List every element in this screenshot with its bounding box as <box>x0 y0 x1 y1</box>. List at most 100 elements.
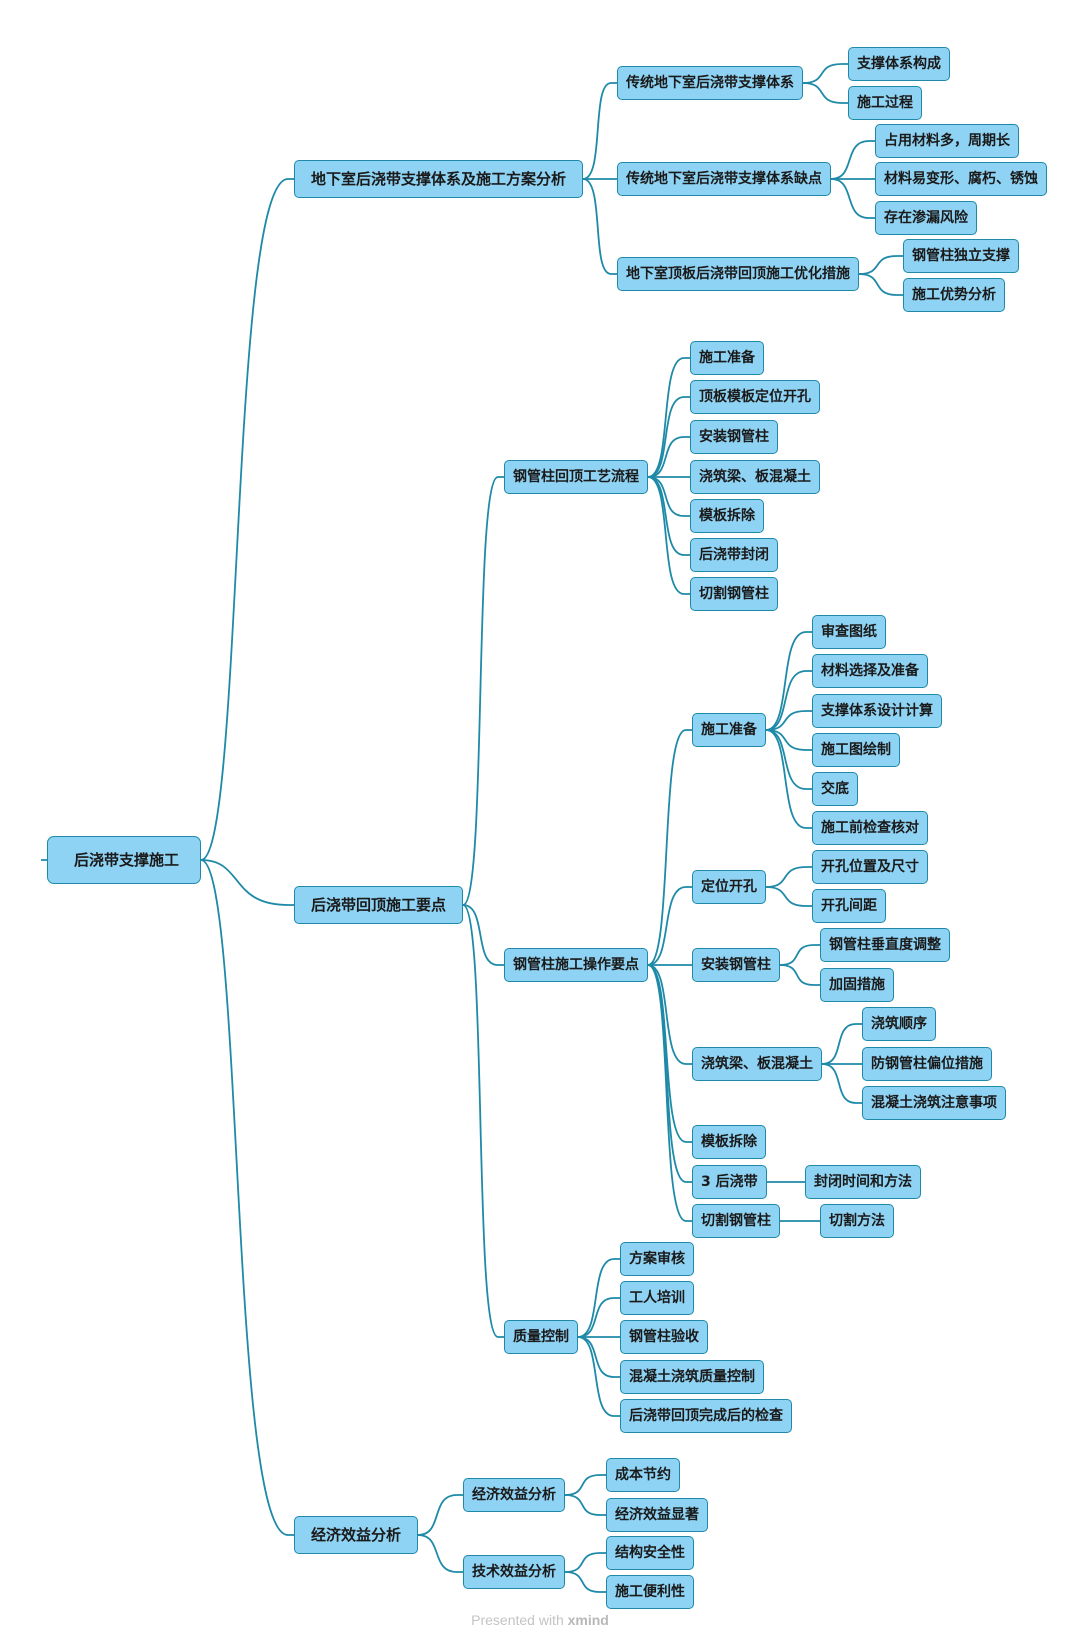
node-quality-control[interactable]: 质量控制 <box>504 1320 578 1354</box>
node-op-design-calculation[interactable]: 支撑体系设计计算 <box>812 694 942 728</box>
node-backprop-key-points[interactable]: 后浇带回顶施工要点 <box>294 886 464 924</box>
node-op-cut-column[interactable]: 切割钢管柱 <box>692 1204 780 1238</box>
node-flow-preparation[interactable]: 施工准备 <box>690 341 764 375</box>
node-op-locate-drill[interactable]: 定位开孔 <box>692 870 766 904</box>
connector-line <box>647 436 690 478</box>
node-op-pour-concrete[interactable]: 浇筑梁、板混凝土 <box>692 1047 822 1081</box>
node-qc-worker-training[interactable]: 工人培训 <box>620 1281 694 1315</box>
node-op-formwork-removal[interactable]: 模板拆除 <box>692 1125 766 1159</box>
node-construction-process[interactable]: 施工过程 <box>848 86 922 120</box>
connector-line <box>821 1023 862 1065</box>
connector-line <box>582 178 617 275</box>
node-op-pre-check[interactable]: 施工前检查核对 <box>812 811 928 845</box>
connector-line <box>765 710 812 731</box>
connector-line <box>564 1494 606 1516</box>
connector-line <box>858 273 903 296</box>
footer-prefix: Presented with <box>471 1612 564 1628</box>
connector-line <box>779 944 820 966</box>
node-construction-convenience[interactable]: 施工便利性 <box>606 1575 694 1609</box>
connector-line <box>577 1258 620 1338</box>
connector-line <box>765 670 812 731</box>
connector-line <box>765 729 812 751</box>
node-op-pour-notes[interactable]: 混凝土浇筑注意事项 <box>862 1086 1006 1120</box>
node-defect-deformation[interactable]: 材料易变形、腐朽、锈蚀 <box>875 162 1047 196</box>
node-op-technical-briefing[interactable]: 交底 <box>812 772 858 806</box>
connector-line <box>462 904 504 1338</box>
node-technical-benefit[interactable]: 技术效益分析 <box>463 1555 565 1589</box>
node-independent-steel-support[interactable]: 钢管柱独立支撑 <box>903 239 1019 273</box>
node-flow-formwork-removal[interactable]: 模板拆除 <box>690 499 764 533</box>
connector-line <box>417 1534 463 1573</box>
node-op-material-selection[interactable]: 材料选择及准备 <box>812 654 928 688</box>
node-defect-materials-period[interactable]: 占用材料多，周期长 <box>875 124 1019 158</box>
node-defect-leakage-risk[interactable]: 存在渗漏风险 <box>875 201 977 235</box>
node-flow-formwork-drilling[interactable]: 顶板模板定位开孔 <box>690 380 820 414</box>
node-op-install-column[interactable]: 安装钢管柱 <box>692 948 780 982</box>
node-op-pour-sequence[interactable]: 浇筑顺序 <box>862 1007 936 1041</box>
node-op-cutting-method[interactable]: 切割方法 <box>820 1204 894 1238</box>
connector-line <box>564 1474 606 1496</box>
connector-line <box>830 140 875 180</box>
node-basement-support-analysis[interactable]: 地下室后浇带支撑体系及施工方案分析 <box>294 160 584 198</box>
connector-line <box>647 396 690 478</box>
node-flow-install-column[interactable]: 安装钢管柱 <box>690 420 778 454</box>
connector-line <box>577 1336 620 1378</box>
connector-line <box>200 859 294 906</box>
node-op-reinforcement[interactable]: 加固措施 <box>820 968 894 1002</box>
node-support-composition[interactable]: 支撑体系构成 <box>848 47 950 81</box>
connector-line <box>779 964 820 986</box>
node-op-preparation[interactable]: 施工准备 <box>692 713 766 747</box>
node-flow-pour-concrete[interactable]: 浇筑梁、板混凝土 <box>690 460 820 494</box>
node-op-post-pour-band[interactable]: 3 后浇带 <box>692 1165 767 1199</box>
node-qc-plan-review[interactable]: 方案审核 <box>620 1242 694 1276</box>
node-op-closure-time-method[interactable]: 封闭时间和方法 <box>805 1165 921 1199</box>
node-economic-benefit[interactable]: 经济效益分析 <box>463 1478 565 1512</box>
connector-line <box>647 729 692 966</box>
node-significant-benefit[interactable]: 经济效益显著 <box>606 1498 708 1532</box>
connector-line <box>765 729 812 829</box>
connector-line <box>765 729 812 790</box>
connector-line <box>647 476 690 595</box>
node-op-anti-deviation[interactable]: 防钢管柱偏位措施 <box>862 1047 992 1081</box>
node-optimization-measures[interactable]: 地下室顶板后浇带回顶施工优化措施 <box>617 257 859 291</box>
connector-line <box>200 859 294 1536</box>
node-traditional-system-defects[interactable]: 传统地下室后浇带支撑体系缺点 <box>617 162 831 196</box>
node-op-verticality[interactable]: 钢管柱垂直度调整 <box>820 928 950 962</box>
connector-line <box>462 904 504 966</box>
connector-line <box>564 1552 606 1573</box>
node-steel-column-process-flow[interactable]: 钢管柱回顶工艺流程 <box>504 460 648 494</box>
connector-line <box>200 178 294 861</box>
node-benefit-analysis[interactable]: 经济效益分析 <box>294 1516 419 1554</box>
node-op-hole-position-size[interactable]: 开孔位置及尺寸 <box>812 850 928 884</box>
footer-credit: Presented with xmind <box>0 1612 1080 1628</box>
footer-brand: xmind <box>567 1612 609 1628</box>
connector-line <box>417 1494 463 1536</box>
connector-line <box>564 1571 606 1593</box>
connector-line <box>821 1063 862 1104</box>
node-flow-band-closure[interactable]: 后浇带封闭 <box>690 538 778 572</box>
connector-line <box>647 964 692 1065</box>
node-traditional-support-system[interactable]: 传统地下室后浇带支撑体系 <box>617 66 803 100</box>
node-construction-advantages[interactable]: 施工优势分析 <box>903 278 1005 312</box>
node-op-drawing-preparation[interactable]: 施工图绘制 <box>812 733 900 767</box>
node-qc-post-inspection[interactable]: 后浇带回顶完成后的检查 <box>620 1399 792 1433</box>
connector-line <box>577 1297 620 1338</box>
connector-line <box>647 886 692 966</box>
connector-line <box>647 964 692 1222</box>
mindmap-root[interactable]: 后浇带支撑施工 <box>47 836 201 884</box>
connector-line <box>765 631 812 731</box>
node-flow-cut-column[interactable]: 切割钢管柱 <box>690 577 778 611</box>
node-structural-safety[interactable]: 结构安全性 <box>606 1536 694 1570</box>
node-qc-concrete-quality[interactable]: 混凝土浇筑质量控制 <box>620 1360 764 1394</box>
connector-line <box>765 866 812 888</box>
connector-line <box>577 1336 620 1417</box>
node-steel-column-operation[interactable]: 钢管柱施工操作要点 <box>504 948 648 982</box>
node-op-review-drawings[interactable]: 审查图纸 <box>812 615 886 649</box>
node-qc-column-acceptance[interactable]: 钢管柱验收 <box>620 1320 708 1354</box>
connector-line <box>858 255 903 275</box>
node-cost-saving[interactable]: 成本节约 <box>606 1458 680 1492</box>
connector-line <box>830 178 875 219</box>
node-op-hole-spacing[interactable]: 开孔间距 <box>812 889 886 923</box>
